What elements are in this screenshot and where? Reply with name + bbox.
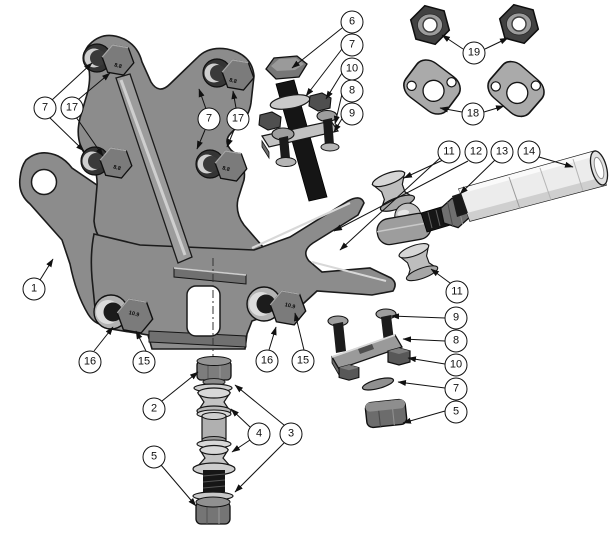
tie-rod-tube [458, 150, 609, 222]
callout-9-a: 9 [340, 102, 364, 126]
flange-plate-18-right [479, 52, 553, 126]
callout-7-b: 7 [197, 107, 221, 131]
tow-hook-hole [30, 168, 58, 196]
flat-washer-top [269, 94, 311, 110]
callout-16-b: 16 [255, 349, 279, 373]
hex-nut-19-left [409, 4, 451, 46]
clamp-hex-nut-right [387, 347, 411, 366]
callout-17-b: 17 [226, 107, 250, 131]
callout-8-b: 8 [444, 329, 468, 353]
callout-10-a: 10 [340, 57, 364, 81]
callout-8-a: 8 [340, 79, 364, 103]
stabilizer-stack [192, 356, 236, 525]
main-bracket-lower-fork [90, 197, 396, 350]
clamp-washer [361, 377, 395, 391]
callout-11-b: 11 [445, 280, 469, 304]
right-clamp-assembly [327, 308, 411, 429]
leader-lines [39, 27, 574, 507]
flange-plate-18-left [393, 48, 471, 126]
fork-lower-highlight [311, 261, 387, 282]
tie-rod-assembly [369, 150, 609, 285]
long-bolt-shaft [275, 79, 328, 202]
callout-1: 1 [22, 277, 46, 301]
callout-2: 2 [142, 397, 166, 421]
hex-nut-19-right [498, 3, 540, 45]
callout-16-a: 16 [78, 350, 102, 374]
diagonal-brace [115, 73, 193, 264]
hex-nut-top-left [258, 111, 282, 131]
hex-nut-top-right [308, 92, 332, 112]
clamp-large-nut [364, 398, 408, 429]
callout-17-a: 17 [60, 96, 84, 120]
callout-5-b: 5 [142, 445, 166, 469]
stack-spacer [201, 412, 227, 444]
callout-4: 4 [247, 422, 271, 446]
stack-hex-nut-top [196, 356, 232, 386]
callout-5-a: 5 [444, 400, 468, 424]
callout-7-c: 7 [340, 33, 364, 57]
callout-7-d: 7 [444, 377, 468, 401]
tube-end-opening [589, 150, 609, 186]
stack-threaded-stud [202, 470, 226, 492]
ball-joint-housing [376, 202, 432, 246]
callout-7-a: 7 [33, 96, 57, 120]
fork-upper-highlight [251, 202, 351, 249]
callout-11-a: 11 [437, 140, 461, 164]
callout-13: 13 [490, 140, 514, 164]
callout-19: 19 [462, 41, 486, 65]
callout-14: 14 [517, 140, 541, 164]
callout-15-a: 15 [132, 350, 156, 374]
callout-9-b: 9 [444, 306, 468, 330]
callout-10-b: 10 [444, 353, 468, 377]
top-bolt-assembly [258, 55, 340, 202]
callout-12: 12 [464, 140, 488, 164]
clamp-plate-slot [358, 344, 374, 354]
callout-6: 6 [340, 10, 364, 34]
callout-18: 18 [461, 102, 485, 126]
callout-15-b: 15 [291, 349, 315, 373]
callout-3: 3 [279, 422, 303, 446]
cone-bushing-lower [396, 239, 440, 285]
bracket-center-hole [186, 285, 221, 337]
stack-hex-nut-bottom [195, 496, 231, 525]
clamp-hex-nut-left [338, 364, 360, 381]
